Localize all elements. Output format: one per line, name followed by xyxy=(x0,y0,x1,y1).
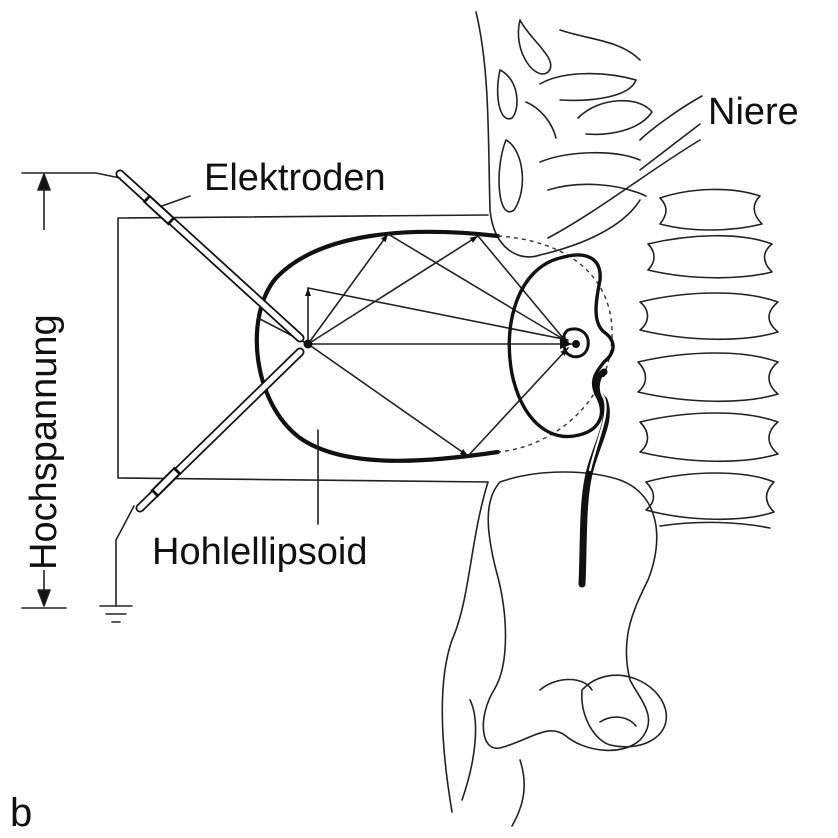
hollow-ellipsoid xyxy=(257,232,498,461)
kidney-leader xyxy=(640,124,700,170)
panel-letter: b xyxy=(10,791,32,835)
stone-core xyxy=(572,340,580,348)
first-focus-point xyxy=(304,340,313,349)
ureter xyxy=(582,372,606,584)
electrodes-label: Elektroden xyxy=(204,157,386,199)
pelvis xyxy=(462,472,666,826)
electrodes[interactable] xyxy=(120,174,300,508)
lower-electrode xyxy=(140,352,300,508)
body-contour xyxy=(442,482,488,812)
spine xyxy=(638,189,778,528)
ellipsoid-label: Hohlellipsoid xyxy=(152,531,367,573)
kidney-label: Niere xyxy=(708,91,799,133)
high-voltage-label: Hochspannung xyxy=(23,314,65,570)
rib-cage xyxy=(476,12,702,257)
electrode-leader xyxy=(162,196,190,206)
